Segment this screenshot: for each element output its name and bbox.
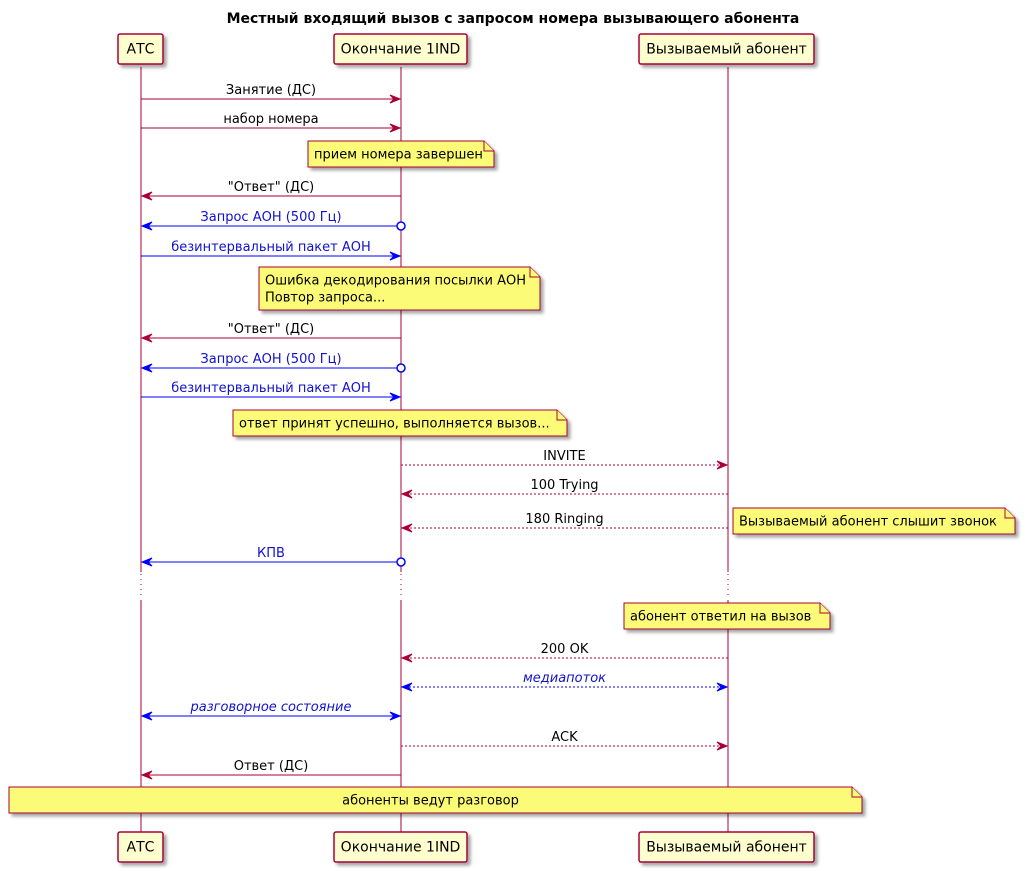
participant-label: АТС (127, 42, 155, 58)
message-arrow: КПВ (140, 546, 406, 567)
arrow-head (389, 711, 402, 721)
participant-label: Окончание 1IND (341, 42, 461, 58)
arrow-head (140, 711, 153, 721)
note-text: абонент ответил на вызов (630, 610, 811, 625)
participant-label: Вызываемый абонент (646, 840, 807, 856)
participant-end1-bottom: Окончание 1IND (333, 831, 468, 863)
message-label: разговорное состояние (190, 700, 352, 715)
participant-callee-bottom: Вызываемый абонент (638, 831, 815, 863)
arrow-head (389, 123, 402, 133)
message-label: INVITE (543, 449, 585, 464)
arrow-head (716, 682, 729, 692)
arrow-head (140, 333, 153, 343)
note: прием номера завершен (307, 140, 495, 168)
note: абонент ответил на вызов (623, 602, 831, 630)
note-text: Повтор запроса... (265, 291, 385, 306)
message-label: набор номера (223, 112, 318, 127)
message-arrow: INVITE (401, 449, 729, 470)
arrow-head (140, 770, 153, 780)
arrow-head (140, 363, 153, 373)
message-arrow: Запрос АОН (500 Гц) (140, 210, 406, 231)
arrow-head (400, 489, 413, 499)
note: Ошибка декодирования посылки АОН Повтор з… (258, 266, 541, 311)
message-label: "Ответ" (ДС) (228, 180, 315, 195)
note-text: Вызываемый абонент слышит звонок (739, 515, 997, 530)
arrow-head (389, 94, 402, 104)
note-text: прием номера завершен (314, 148, 483, 163)
participant-ats-top: АТС (117, 33, 164, 65)
arrow-tail-circle (396, 221, 406, 231)
message-arrow: "Ответ" (ДС) (140, 322, 401, 343)
message-label: безинтервальный пакет АОН (171, 381, 371, 396)
message-label: безинтервальный пакет АОН (171, 240, 371, 255)
message-label: Запрос АОН (500 Гц) (200, 352, 341, 367)
participant-callee-top: Вызываемый абонент (638, 33, 815, 65)
arrow-tail-circle (396, 363, 406, 373)
note-text: ответ принят успешно, выполняется вызов.… (239, 417, 550, 432)
message-label: Занятие (ДС) (226, 83, 316, 98)
message-label: "Ответ" (ДС) (228, 322, 315, 337)
arrow-head (400, 523, 413, 533)
arrow-head (400, 682, 413, 692)
message-arrow: разговорное состояние (140, 700, 402, 721)
note: Вызываемый абонент слышит звонок (732, 507, 1016, 535)
message-label: КПВ (257, 546, 285, 561)
arrow-head (140, 191, 153, 201)
message-arrow: "Ответ" (ДС) (140, 180, 401, 201)
message-arrow: медиапоток (400, 671, 729, 692)
participant-end1-top: Окончание 1IND (333, 33, 468, 65)
message-label: Запрос АОН (500 Гц) (200, 210, 341, 225)
arrow-head (716, 741, 729, 751)
message-arrow: 200 OK (400, 642, 728, 663)
message-arrow: безинтервальный пакет АОН (141, 381, 402, 402)
message-label: ACK (551, 730, 578, 745)
message-label: 100 Trying (530, 478, 598, 493)
message-arrow: Запрос АОН (500 Гц) (140, 352, 406, 373)
arrow-head (716, 460, 729, 470)
message-arrow: Занятие (ДС) (141, 83, 402, 104)
arrow-tail-circle (396, 557, 406, 567)
arrow-head (140, 557, 153, 567)
note: абоненты ведут разговор (8, 786, 863, 814)
arrow-head (400, 653, 413, 663)
message-label: Ответ (ДС) (234, 759, 309, 774)
participants: АТС АТС Окончание 1IND Окончание 1IND Вызыва… (117, 33, 815, 863)
message-arrow: 100 Trying (400, 478, 728, 499)
note: ответ принят успешно, выполняется вызов.… (232, 409, 568, 437)
arrow-head (389, 392, 402, 402)
note-text: Ошибка декодирования посылки АОН (265, 274, 526, 289)
message-arrow: Ответ (ДС) (140, 759, 401, 780)
message-arrow: ACK (401, 730, 729, 751)
diagram-title: Местный входящий вызов с запросом номера… (227, 11, 800, 27)
participant-label: Вызываемый абонент (646, 42, 807, 58)
messages: Занятие (ДС) набор номера "Ответ" (ДС) Запр… (140, 83, 729, 780)
arrow-head (140, 221, 153, 231)
arrow-head (389, 251, 402, 261)
message-arrow: безинтервальный пакет АОН (141, 240, 402, 261)
participant-ats-bottom: АТС (117, 831, 164, 863)
message-arrow: набор номера (141, 112, 402, 133)
message-arrow: 180 Ringing (400, 512, 728, 533)
participant-label: АТС (127, 840, 155, 856)
participant-label: Окончание 1IND (341, 840, 461, 856)
note-text: абоненты ведут разговор (342, 794, 519, 809)
message-label: 200 OK (541, 642, 589, 657)
message-label: медиапоток (523, 671, 606, 686)
message-label: 180 Ringing (525, 512, 603, 527)
